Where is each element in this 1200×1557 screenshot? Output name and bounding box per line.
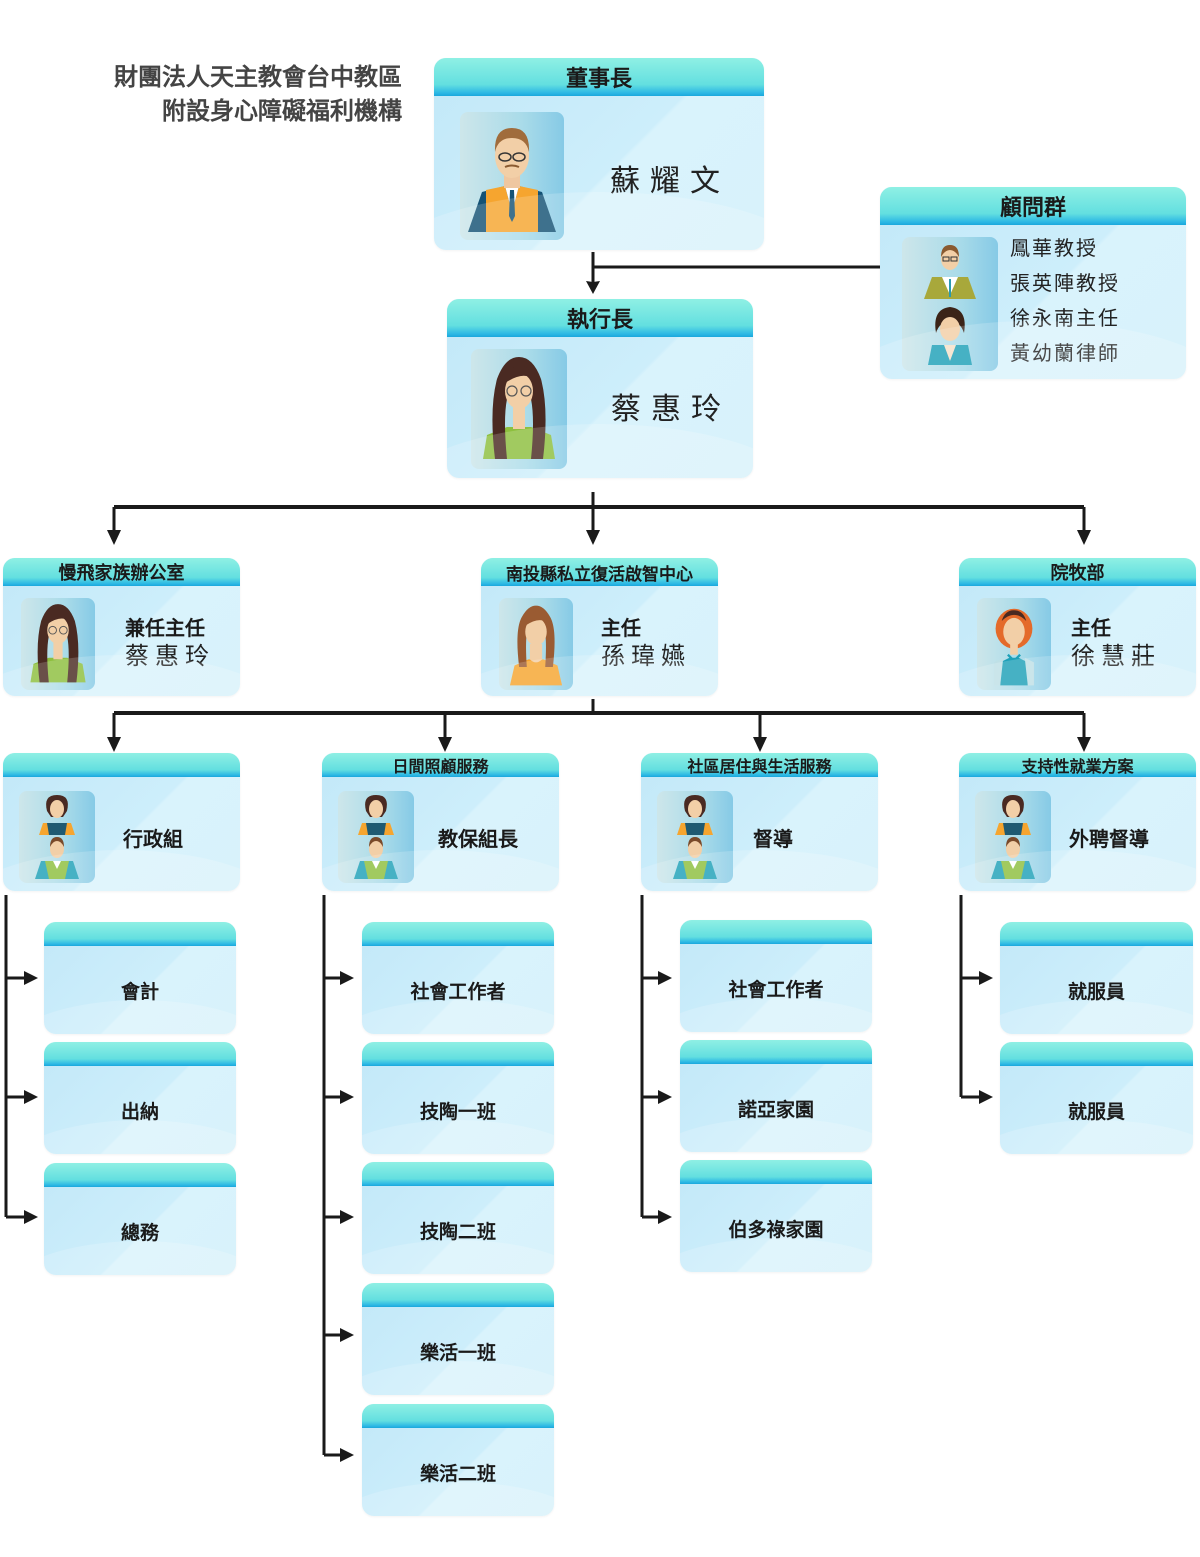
unit-label: 樂活二班 <box>419 1462 496 1485</box>
unit-card-header <box>362 1404 554 1428</box>
arrow-head-division-1 <box>107 530 121 545</box>
organization-title: 財團法人天主教會台中教區 附設身心障礙福利機構 <box>114 60 402 128</box>
unit-card-header <box>362 1283 554 1307</box>
division-title: 慢飛家族辦公室 <box>3 558 240 586</box>
unit-card-header <box>44 1042 236 1066</box>
ceo-card-title: 執行長 <box>447 299 753 337</box>
division-role: 兼任主任 <box>125 616 205 640</box>
department-card[interactable]: 支持性就業方案 外聘督導 <box>959 753 1196 891</box>
unit-card-header <box>1000 1042 1193 1066</box>
unit-card-header <box>44 922 236 946</box>
ceo-card[interactable]: 執行長 蔡惠玲 <box>447 299 753 478</box>
staff-pair-icon <box>338 791 414 883</box>
organization-title-line1: 財團法人天主教會台中教區 <box>114 62 402 91</box>
woman-long-hair-glasses-icon <box>21 598 95 690</box>
unit-card[interactable]: 技陶二班 <box>362 1162 554 1274</box>
unit-label: 諾亞家園 <box>737 1098 814 1121</box>
advisor-pair-icon <box>902 237 998 371</box>
staff-pair-icon <box>19 791 95 883</box>
division-title: 南投縣私立復活啟智中心 <box>481 558 718 586</box>
department-title <box>3 753 240 777</box>
advisor-name: 鳳華教授 <box>1010 236 1098 260</box>
unit-label: 社會工作者 <box>410 980 506 1003</box>
department-title: 日間照顧服務 <box>322 753 559 777</box>
woman-red-hair-icon <box>977 598 1051 690</box>
unit-card[interactable]: 社會工作者 <box>680 920 872 1032</box>
unit-card[interactable]: 樂活二班 <box>362 1404 554 1516</box>
division-head-name: 蔡惠玲 <box>125 642 215 670</box>
unit-label: 總務 <box>120 1221 159 1244</box>
unit-label: 技陶二班 <box>419 1220 496 1243</box>
unit-label: 社會工作者 <box>728 978 824 1001</box>
unit-card-header <box>1000 922 1193 946</box>
unit-label: 出納 <box>120 1100 159 1123</box>
staff-pair-icon <box>657 791 733 883</box>
unit-card[interactable]: 就服員 <box>1000 1042 1193 1154</box>
department-role: 行政組 <box>123 827 183 851</box>
unit-label: 樂活一班 <box>419 1341 496 1364</box>
unit-label: 就服員 <box>1067 1100 1125 1123</box>
advisors-list: 鳳華教授 張英陣教授 徐永南主任 黃幼蘭律師 <box>1010 231 1120 371</box>
unit-card-header <box>680 1040 872 1064</box>
division-head-name: 孫瑋嬿 <box>601 642 691 670</box>
department-role: 教保組長 <box>438 827 518 851</box>
unit-label: 就服員 <box>1067 980 1125 1003</box>
division-role: 主任 <box>601 616 641 640</box>
ceo-name: 蔡惠玲 <box>611 392 731 427</box>
department-role: 督導 <box>753 827 793 851</box>
unit-card[interactable]: 社會工作者 <box>362 922 554 1034</box>
unit-card[interactable]: 技陶一班 <box>362 1042 554 1154</box>
unit-card-header <box>362 1042 554 1066</box>
staff-pair-icon <box>975 791 1051 883</box>
department-card[interactable]: 行政組 <box>3 753 240 891</box>
man-glasses-orange-vest-icon <box>460 112 564 240</box>
division-head-name: 徐慧莊 <box>1071 642 1161 670</box>
unit-card-header <box>362 922 554 946</box>
advisor-name: 徐永南主任 <box>1010 306 1120 330</box>
chairman-card-title: 董事長 <box>434 58 764 96</box>
woman-long-hair-glasses-icon <box>471 349 567 469</box>
chairman-name: 蘇耀文 <box>610 164 730 199</box>
advisors-card-title: 顧問群 <box>880 187 1186 225</box>
unit-card-header <box>680 1160 872 1184</box>
division-card[interactable]: 院牧部 主任 徐慧莊 <box>959 558 1196 696</box>
unit-card-header <box>680 920 872 944</box>
advisors-card[interactable]: 顧問群 鳳華教授 張英陣教授 徐永南主任 黃幼蘭律師 <box>880 187 1186 379</box>
arrow-head-ceo <box>586 281 600 294</box>
unit-label: 會計 <box>120 980 159 1003</box>
department-card[interactable]: 社區居住與生活服務 督導 <box>641 753 878 891</box>
woman-orange-top-icon <box>499 598 573 690</box>
advisor-name: 黃幼蘭律師 <box>1010 341 1120 365</box>
unit-card[interactable]: 伯多祿家園 <box>680 1160 872 1272</box>
unit-card[interactable]: 樂活一班 <box>362 1283 554 1395</box>
unit-label: 技陶一班 <box>419 1100 496 1123</box>
unit-label: 伯多祿家園 <box>728 1218 824 1241</box>
unit-card-header <box>362 1162 554 1186</box>
division-card[interactable]: 慢飛家族辦公室 兼任主任 蔡惠玲 <box>3 558 240 696</box>
division-role: 主任 <box>1071 616 1111 640</box>
unit-card[interactable]: 出納 <box>44 1042 236 1154</box>
advisor-name: 張英陣教授 <box>1010 271 1120 295</box>
chairman-card[interactable]: 董事長 蘇耀文 <box>434 58 764 250</box>
arrow-head-division-3 <box>1077 530 1091 545</box>
unit-card-header <box>44 1163 236 1187</box>
arrow-head-division-2 <box>586 530 600 545</box>
unit-card[interactable]: 就服員 <box>1000 922 1193 1034</box>
unit-card[interactable]: 會計 <box>44 922 236 1034</box>
division-card[interactable]: 南投縣私立復活啟智中心 主任 孫瑋嬿 <box>481 558 718 696</box>
division-title: 院牧部 <box>959 558 1196 586</box>
department-title: 支持性就業方案 <box>959 753 1196 777</box>
department-role: 外聘督導 <box>1069 827 1149 851</box>
organization-title-line2: 附設身心障礙福利機構 <box>162 96 402 125</box>
unit-card[interactable]: 諾亞家園 <box>680 1040 872 1152</box>
department-card[interactable]: 日間照顧服務 教保組長 <box>322 753 559 891</box>
department-title: 社區居住與生活服務 <box>641 753 878 777</box>
unit-card[interactable]: 總務 <box>44 1163 236 1275</box>
